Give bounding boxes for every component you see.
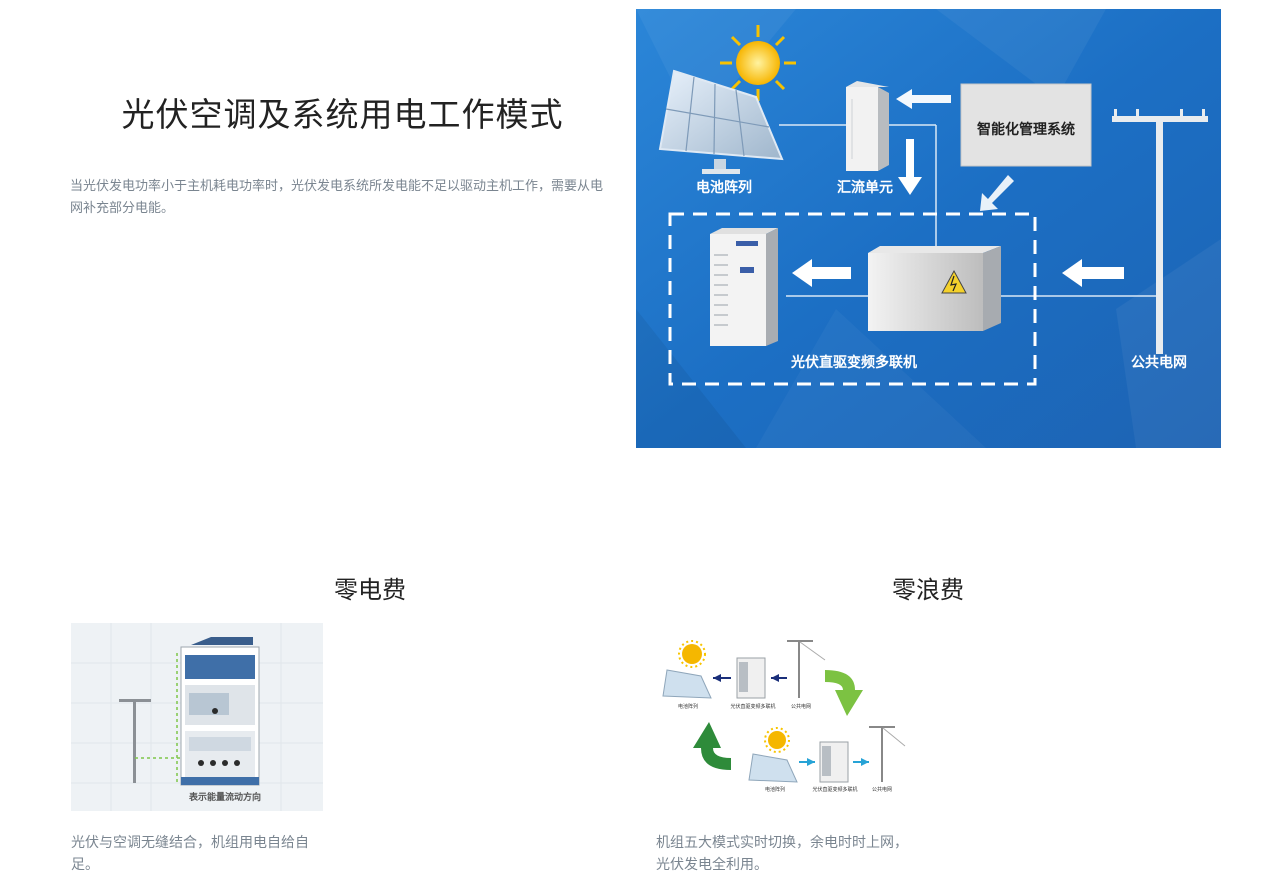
system-diagram: 电池阵列 汇流单元 光伏直驱变频多联机 公共电网 智能化管理系统 xyxy=(636,9,1221,448)
dashed-boundary xyxy=(668,212,1037,386)
bottom-label-unit: 光伏直驱变频多联机 xyxy=(812,786,857,793)
label-combiner: 汇流单元 xyxy=(837,179,893,196)
arrow-down-icon xyxy=(898,139,922,195)
mode-cycle-illustration: 电池阵列 光伏直驱变频多联机 公共电网 电池阵列 光伏直驱变频多联机 公共电网 xyxy=(655,630,910,800)
top-label-unit: 光伏直驱变频多联机 xyxy=(730,703,775,710)
top-label-battery: 电池阵列 xyxy=(678,703,698,710)
sun-icon xyxy=(720,25,796,101)
management-system-box xyxy=(960,83,1092,167)
feature-title-zero-waste: 零浪费 xyxy=(892,576,964,604)
arrow-left-icon xyxy=(896,89,951,109)
arrow-left-icon xyxy=(1062,259,1124,287)
feature-description-zero-waste: 机组五大模式实时切换，余电时时上网，光伏发电全利用。 xyxy=(656,835,908,873)
bottom-label-battery: 电池阵列 xyxy=(765,786,785,793)
building-illustration: 表示能量流动方向 xyxy=(71,623,323,811)
arrow-diag-icon xyxy=(980,175,1014,211)
label-grid: 公共电网 xyxy=(1131,354,1187,371)
system-diagram-svg: 电池阵列 汇流单元 光伏直驱变频多联机 公共电网 智能化管理系统 xyxy=(636,9,1221,448)
label-management: 智能化管理系统 xyxy=(976,121,1075,138)
intro-paragraph: 当光伏发电功率小于主机耗电功率时，光伏发电系统所发电能不足以驱动主机工作，需要从… xyxy=(70,179,604,216)
arrow-left-icon xyxy=(792,259,851,287)
solar-panel-icon xyxy=(658,69,784,174)
vrf-unit-icon xyxy=(710,228,778,346)
bottom-label-grid: 公共电网 xyxy=(872,786,892,793)
top-label-grid: 公共电网 xyxy=(791,703,811,710)
feature-description-zero-electricity: 光伏与空调无缝结合，机组用电自给自足。 xyxy=(71,835,309,873)
label-battery: 电池阵列 xyxy=(696,179,752,196)
feature-title-zero-electricity: 零电费 xyxy=(334,576,406,604)
building-caption: 表示能量流动方向 xyxy=(188,791,261,803)
inverter-box-icon xyxy=(868,246,1001,331)
combiner-unit-icon xyxy=(846,81,889,171)
label-unit: 光伏直驱变频多联机 xyxy=(790,354,917,371)
utility-pole-icon xyxy=(1112,109,1208,354)
sun-icon xyxy=(678,640,706,668)
page-title: 光伏空调及系统用电工作模式 xyxy=(121,95,564,134)
